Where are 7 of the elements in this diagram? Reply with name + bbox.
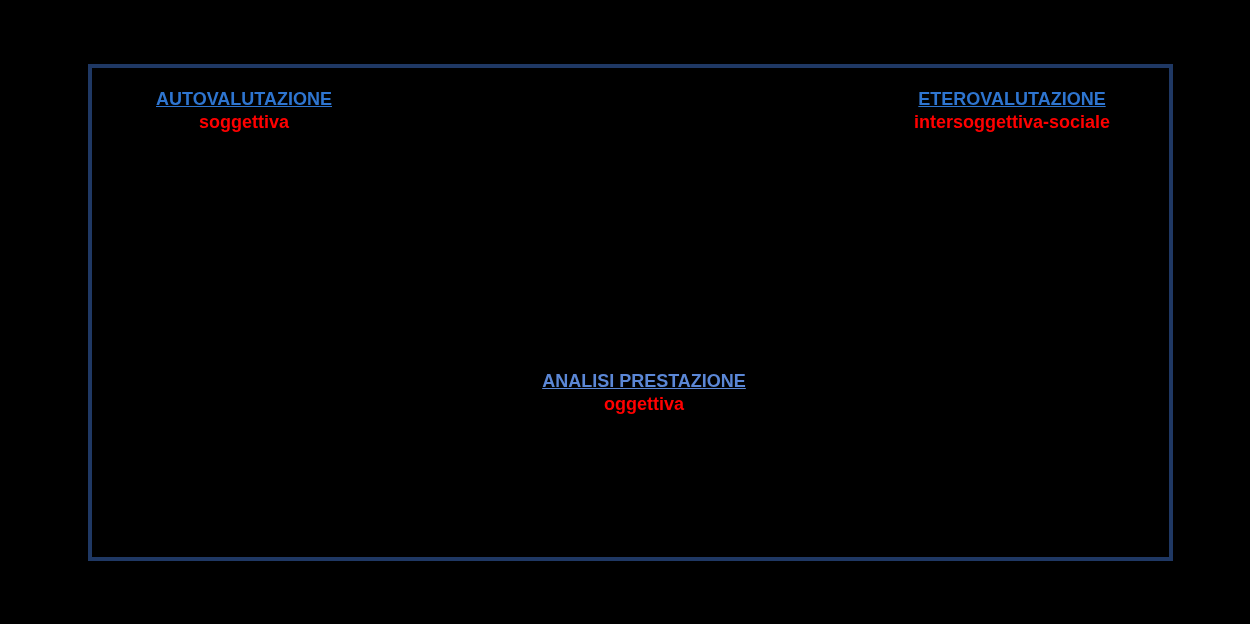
subtitle: oggettiva	[603, 393, 685, 416]
heading: ETEROVALUTAZIONE	[917, 88, 1107, 111]
heading: AUTOVALUTAZIONE	[156, 88, 332, 111]
subtitle: soggettiva	[198, 111, 290, 134]
subtitle: intersoggettiva-sociale	[913, 111, 1111, 134]
heading: ANALISI PRESTAZIONE	[542, 370, 746, 393]
frame-border	[88, 64, 1173, 561]
